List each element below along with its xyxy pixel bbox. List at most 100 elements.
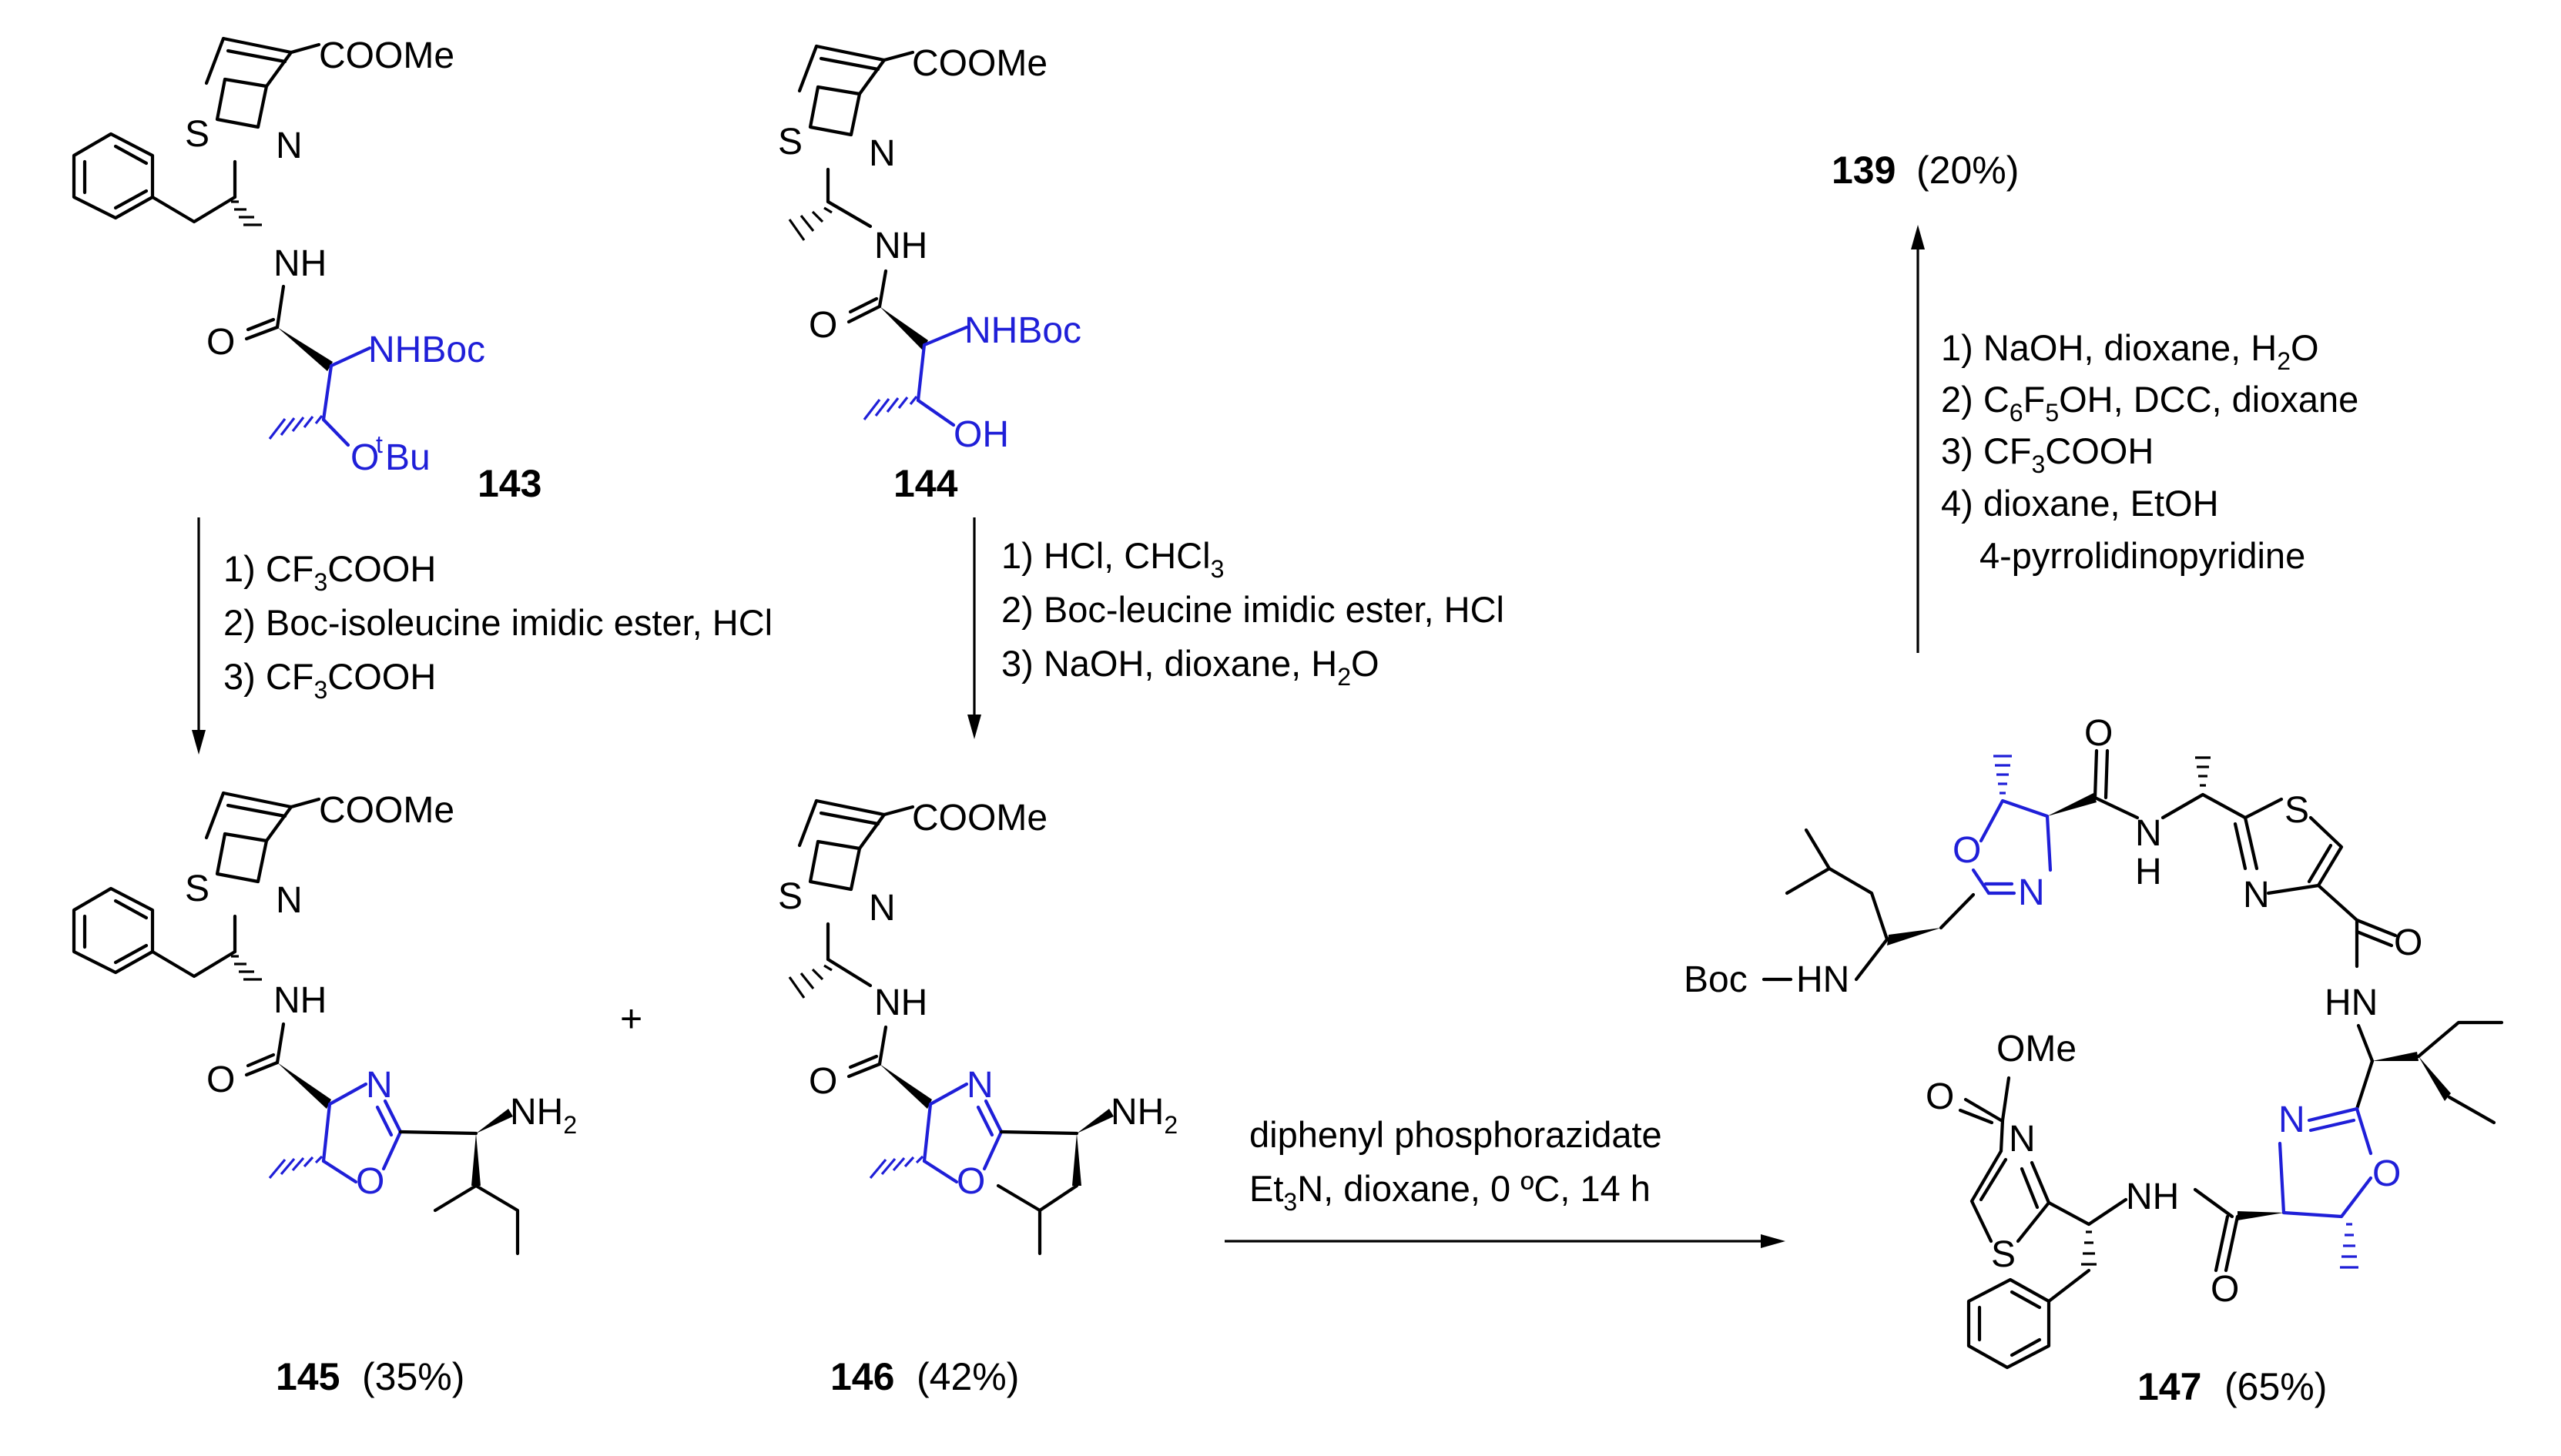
cond3-line2-c: F [2023, 379, 2046, 420]
ester-label-145: COOMe [319, 790, 454, 831]
ome-label-147: OMe [1996, 1029, 2077, 1069]
plus-sign: + [620, 997, 642, 1040]
compound-147: O N O N H S N [1684, 713, 2504, 1408]
nhboc-label-144: NHBoc [964, 310, 1081, 351]
cond3-line2-sub1: 6 [2010, 399, 2023, 427]
otbu-o-143: O [350, 437, 379, 478]
o-oxazoline-147b: O [2372, 1153, 2401, 1194]
cond2-line2: 2) Boc-leucine imidic ester, HCl [1001, 589, 1504, 630]
otbu-bu-143: Bu [385, 437, 431, 478]
cond3-line2-e: OH, DCC, dioxane [2059, 379, 2358, 420]
svg-text:1) CF3COOH: 1) CF3COOH [223, 548, 436, 596]
s-atom-143: S [185, 114, 210, 155]
o-oxazoline-147a: O [1953, 830, 1981, 871]
n-oxazoline-147a: N [2018, 872, 2045, 913]
cond3-line2-sub2: 5 [2045, 399, 2059, 427]
nh-label-143: NH [273, 243, 327, 284]
n-oxazoline-146: N [967, 1065, 994, 1106]
nh-h-147a: H [2135, 852, 2162, 892]
o-carbonyl-147b: O [2394, 922, 2422, 963]
o-carbonyl-147d: O [1926, 1076, 1954, 1117]
reaction-arrow-2 [967, 517, 981, 739]
ester-label-143: COOMe [319, 35, 454, 76]
svg-text:Et3N, dioxane, 0 ºC, 14 h: Et3N, dioxane, 0 ºC, 14 h [1249, 1168, 1651, 1216]
reaction-arrow-3 [1911, 225, 1925, 653]
cond3-line5: 4-pyrrolidinopyridine [1979, 535, 2305, 576]
n-atom-147b: N [2009, 1119, 2036, 1160]
coupling-line2-sub: 3 [1283, 1188, 1297, 1216]
coupling-line1: diphenyl phosphorazidate [1249, 1114, 1662, 1155]
s-atom-145: S [185, 869, 210, 909]
cond3-line1-sub: 2 [2277, 347, 2291, 375]
cond2-line3-sub: 2 [1337, 663, 1351, 691]
nh2-label-145: NH2 [510, 1092, 577, 1139]
cond1-line1-sub: 3 [314, 568, 328, 596]
n-atom-143: N [276, 126, 303, 166]
s-atom-147a: S [2284, 790, 2309, 831]
cond2-line1-sub: 3 [1211, 555, 1225, 583]
ester-label-144: COOMe [912, 43, 1048, 84]
o-atom-145: O [206, 1059, 235, 1100]
yield-label-146: (42%) [917, 1355, 1019, 1398]
hn-boc-boc-147: Boc [1684, 959, 1748, 1000]
svg-text:3) NaOH, dioxane, H2O: 3) NaOH, dioxane, H2O [1001, 643, 1379, 691]
s-atom-144: S [778, 122, 803, 162]
n-atom-144: N [869, 133, 896, 174]
cond3-line1-c: O [2291, 327, 2319, 368]
nh-label-144: NH [874, 226, 927, 266]
svg-text:2) C6F5OH, DCC, dioxane: 2) C6F5OH, DCC, dioxane [1941, 379, 2358, 427]
otbu-t-143: t [376, 430, 383, 458]
compound-label-147: 147 [2137, 1365, 2201, 1408]
svg-text:3) CF3COOH: 3) CF3COOH [1941, 430, 2154, 478]
s-atom-147b: S [1991, 1234, 2016, 1275]
hn-label-147: HN [2325, 982, 2378, 1023]
reaction-arrow-coupling [1225, 1234, 1785, 1248]
o-carbonyl-147c: O [2211, 1269, 2239, 1310]
cond1-line3-c: COOH [327, 656, 436, 697]
coupling-line2-c: N, dioxane, 0 ºC, 14 h [1297, 1168, 1651, 1209]
conditions-route3: 1) NaOH, dioxane, H2O 2) C6F5OH, DCC, di… [1941, 327, 2358, 576]
compound-144: COOMe S N NH O NHBoc OH 144 [778, 43, 1081, 505]
svg-text:1) HCl, CHCl3: 1) HCl, CHCl3 [1001, 535, 1224, 583]
compound-145: COOMe S N NH O N O [72, 790, 577, 1398]
compound-label-146: 146 [830, 1355, 894, 1398]
compound-139: 139 (20%) [1832, 149, 2019, 192]
cond2-line1-a: 1) HCl, CHCl [1001, 535, 1211, 576]
cond1-line1-c: COOH [327, 548, 436, 589]
o-oxazoline-146: O [957, 1161, 985, 1202]
compound-label-145: 145 [276, 1355, 340, 1398]
n-atom-145: N [276, 880, 303, 921]
cond3-line3-sub: 3 [2032, 450, 2046, 478]
o-carbonyl-147a: O [2084, 713, 2113, 754]
cond1-line3-sub: 3 [314, 676, 328, 704]
compound-label-143: 143 [478, 462, 541, 505]
nhboc-label-143: NHBoc [368, 330, 485, 370]
o-atom-143: O [206, 322, 235, 363]
nh-label-147b: NH [2126, 1177, 2179, 1217]
cond3-line1-a: 1) NaOH, dioxane, H [1941, 327, 2277, 368]
compound-label-144: 144 [893, 462, 958, 505]
o-atom-146: O [809, 1061, 837, 1102]
cond3-line3-c: COOH [2045, 430, 2154, 471]
conditions-route1: 1) CF3COOH 2) Boc-isoleucine imidic este… [223, 548, 773, 704]
o-oxazoline-145: O [356, 1161, 384, 1202]
compound-label-139: 139 [1832, 149, 1896, 192]
n-atom-146: N [869, 888, 896, 929]
cond1-line1-a: 1) CF [223, 548, 314, 589]
yield-label-145: (35%) [362, 1355, 464, 1398]
cond1-line3-a: 3) CF [223, 656, 314, 697]
n-oxazoline-147b: N [2278, 1100, 2305, 1140]
cond3-line3-a: 3) CF [1941, 430, 2032, 471]
compound-143: COOMe S N NH O NHBoc [72, 35, 541, 505]
cond2-line3-a: 3) NaOH, dioxane, H [1001, 643, 1337, 684]
oh-label-144: OH [954, 414, 1009, 455]
yield-label-139: (20%) [1916, 149, 2019, 192]
o-atom-144: O [809, 305, 837, 346]
n-atom-147a: N [2243, 875, 2270, 915]
svg-text:1) NaOH, dioxane, H2O: 1) NaOH, dioxane, H2O [1941, 327, 2319, 375]
svg-text:3) CF3COOH: 3) CF3COOH [223, 656, 436, 704]
ester-label-146: COOMe [912, 798, 1048, 838]
cond1-line2: 2) Boc-isoleucine imidic ester, HCl [223, 602, 773, 643]
coupling-line2-a: Et [1249, 1168, 1283, 1209]
